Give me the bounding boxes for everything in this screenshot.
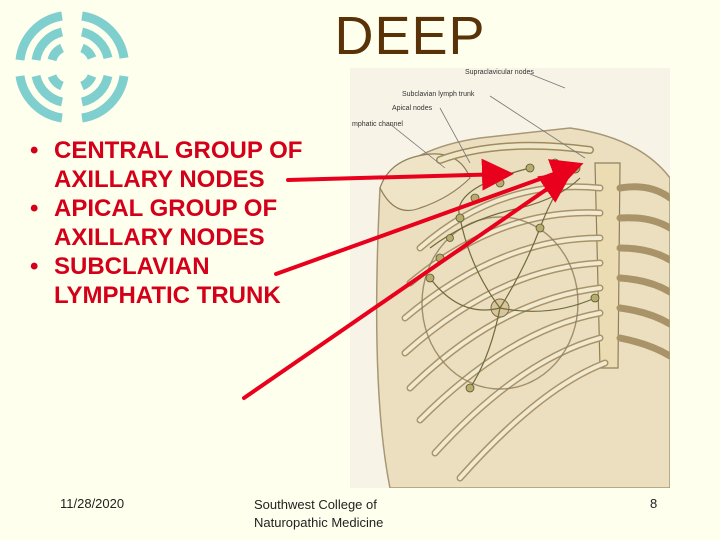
subclavian-trunk-label: Subclavian lymph trunk xyxy=(402,91,475,98)
bullet-list: • CENTRAL GROUP OF AXILLARY NODES • APIC… xyxy=(28,136,328,310)
bullet-item: • CENTRAL GROUP OF AXILLARY NODES xyxy=(28,136,328,194)
bullet-dot-icon: • xyxy=(30,137,39,164)
slide-title: DEEP xyxy=(334,6,486,66)
bullet-text: SUBCLAVIAN LYMPHATIC TRUNK xyxy=(54,253,281,309)
supraclavicular-nodes-label: Supraclavicular nodes xyxy=(465,69,534,76)
lymphatic-channel-label: mphatic channel xyxy=(352,121,403,128)
footer-date: 11/28/2020 xyxy=(60,496,125,511)
bullet-dot-icon: • xyxy=(30,253,39,280)
bullet-item: • SUBCLAVIAN LYMPHATIC TRUNK xyxy=(28,252,328,310)
bullet-dot-icon: • xyxy=(30,195,39,222)
footer-institution: Southwest College of Naturopathic Medici… xyxy=(254,497,384,530)
footer-page-number: 8 xyxy=(650,496,658,511)
lymphatic-anatomy-illustration: Supraclavicular nodes Subclavian lymph t… xyxy=(350,68,670,488)
bullet-item: • APICAL GROUP OF AXILLARY NODES xyxy=(28,194,328,252)
bullet-text: CENTRAL GROUP OF AXILLARY NODES xyxy=(54,137,303,193)
college-logo xyxy=(0,0,140,130)
bullet-text: APICAL GROUP OF AXILLARY NODES xyxy=(54,195,278,251)
apical-nodes-label: Apical nodes xyxy=(392,105,433,112)
